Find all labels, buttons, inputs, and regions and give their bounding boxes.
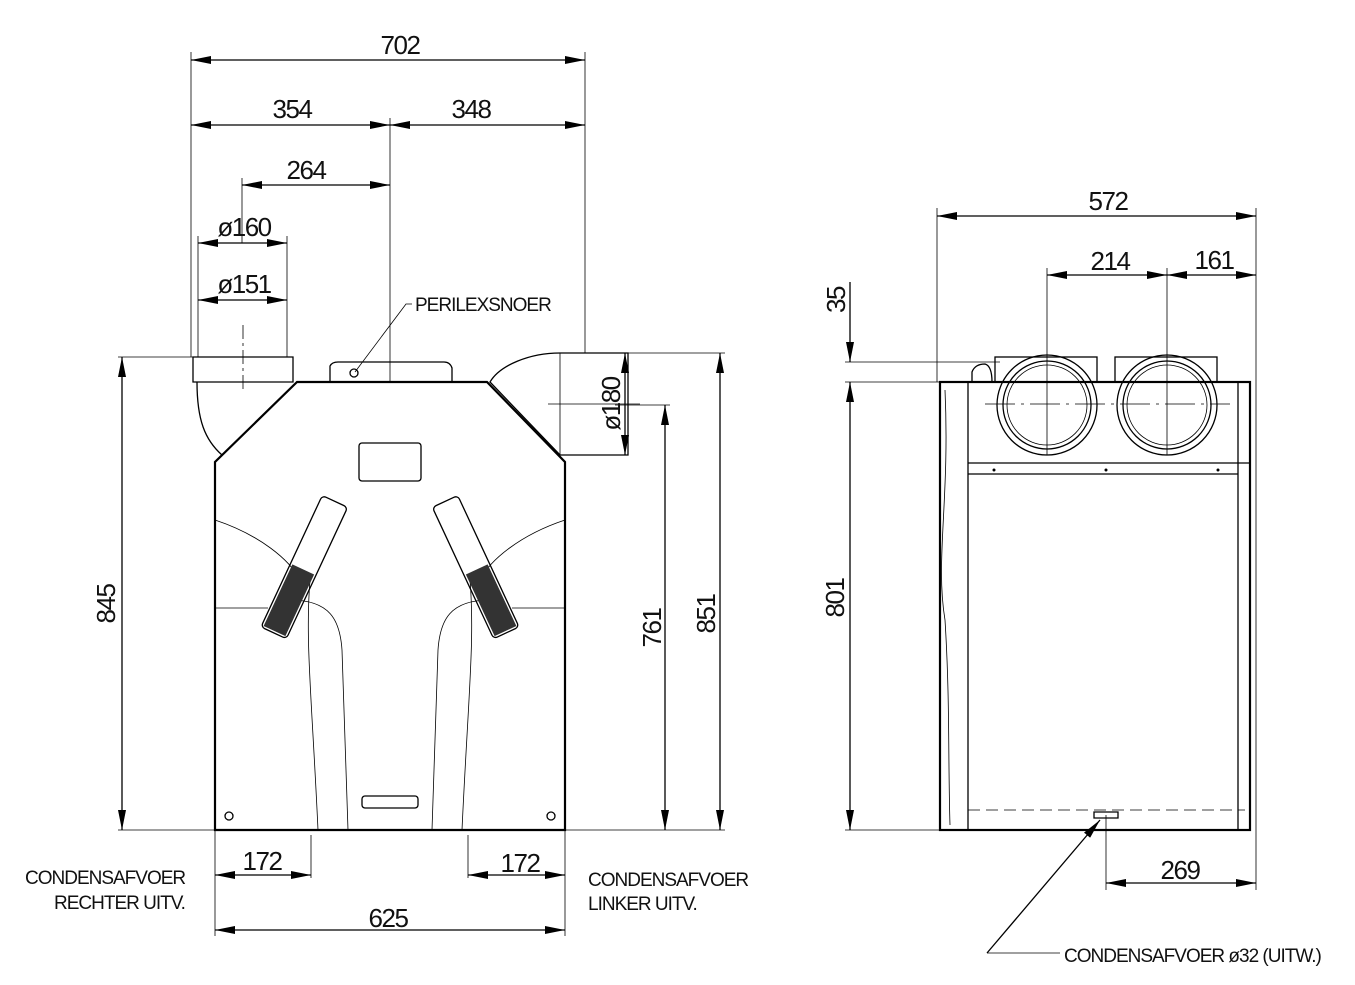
dim-text-845: 845: [91, 584, 121, 624]
top-cap: [329, 361, 453, 382]
extension-lines: [118, 52, 725, 936]
dim-text-35: 35: [821, 286, 851, 313]
drain-label: CONDENSAFVOER ø32 (UITW.): [1064, 946, 1322, 967]
display-panel: [358, 442, 422, 482]
dim-text-160: ø160: [217, 212, 271, 242]
dim-text-180: ø180: [596, 376, 626, 430]
side-body: [938, 380, 1252, 832]
dim-text-354: 354: [273, 94, 313, 124]
dim-text-761: 761: [637, 608, 667, 648]
condensate-right-label-1: CONDENSAFVOER: [25, 868, 185, 889]
condensate-left-label-1: CONDENSAFVOER: [588, 870, 748, 891]
unit-body: [213, 380, 567, 832]
dim-text-801: 801: [820, 578, 850, 618]
side-view: 572 214 161 35 801 269 CONDENSAFVOER ø32…: [820, 186, 1323, 967]
dim-text-572: 572: [1089, 186, 1129, 216]
handle-slot: [361, 795, 419, 809]
dim-text-702: 702: [381, 30, 421, 60]
dim-text-161: 161: [1195, 245, 1235, 275]
cord-label: PERILEXSNOER: [415, 295, 551, 316]
drain-leader: [986, 819, 1101, 954]
dim-text-214: 214: [1091, 246, 1131, 276]
side-extension-lines: [845, 208, 1257, 890]
dim-text-348: 348: [452, 94, 492, 124]
condensate-right-label-2: RECHTER UITV.: [54, 893, 185, 914]
dim-text-172-right: 172: [501, 848, 541, 878]
dim-text-172-left: 172: [243, 846, 283, 876]
left-duct-elbow: [196, 381, 223, 456]
dim-text-851: 851: [691, 594, 721, 634]
left-handle: [261, 496, 347, 639]
condensate-left-label-2: LINKER UITV.: [588, 894, 697, 915]
cord-leader: [354, 303, 412, 373]
left-duct-collar: [192, 356, 294, 383]
front-view: 702 354 348 264 ø160 ø151 PERILEXSNOER 8…: [25, 30, 749, 936]
dim-text-151: ø151: [217, 269, 271, 299]
dim-text-625: 625: [369, 903, 409, 933]
dim-text-264: 264: [287, 155, 327, 185]
right-handle: [433, 496, 519, 639]
dim-text-269: 269: [1161, 855, 1201, 885]
